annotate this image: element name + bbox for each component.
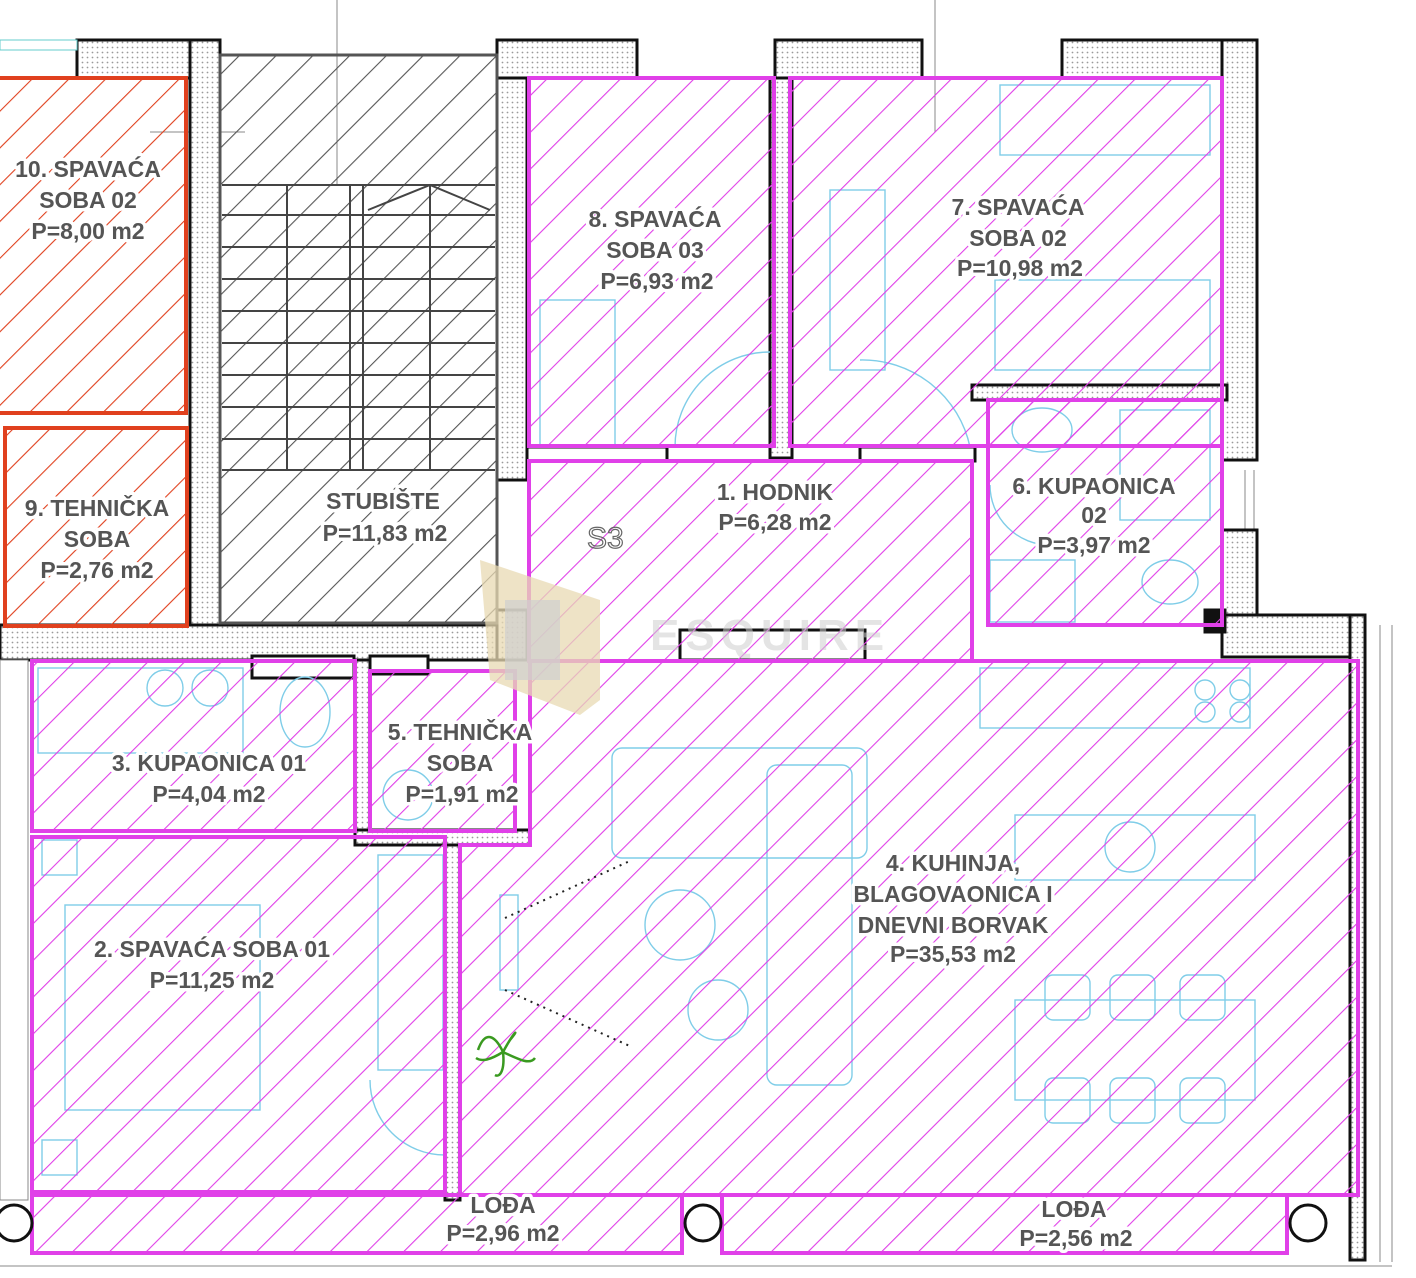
watermark-text: ESQUIRE (650, 611, 890, 660)
wall-segment (495, 38, 639, 80)
room-bed8-label: SOBA 03 (606, 237, 704, 263)
room-loggia1-area (30, 1193, 684, 1255)
room-bed7-label: 7. SPAVAĆA (952, 193, 1085, 220)
room-tech9-label: SOBA (64, 526, 130, 552)
plant-icon (475, 1031, 537, 1077)
room-bed7-label: SOBA 02 (969, 225, 1067, 251)
room-bed8-area (527, 76, 776, 448)
room-stairs-area-text: P=11,83 m2 (323, 520, 448, 546)
room-bed10-label: 10. SPAVAĆA (15, 155, 161, 182)
room-loggia1-label: LOĐA (470, 1192, 535, 1218)
wall-segment (495, 38, 529, 482)
room-bed7-area (788, 76, 1224, 448)
watermark-logo (505, 600, 560, 680)
room-stairs-area (218, 53, 499, 625)
wall-segment (773, 38, 924, 80)
room-hall1-label: 1. HODNIK (717, 479, 834, 505)
room-tech5-area (368, 669, 517, 833)
room-bath6-area (986, 398, 1224, 627)
room-tech5-area-text: P=1,91 m2 (405, 781, 518, 807)
room-tech5-label: 5. TEHNIČKA (388, 718, 532, 745)
room-loggia1-area-text: P=2,96 m2 (446, 1220, 559, 1246)
column (683, 1203, 723, 1243)
wall-segment (1220, 528, 1259, 627)
stair-steps (222, 183, 495, 471)
room-bed7-area-text: P=10,98 m2 (957, 255, 1083, 281)
wall-segment (0, 659, 29, 1201)
room-bed2-area (30, 835, 447, 1194)
column (0, 1203, 34, 1243)
wall-segment (353, 658, 372, 847)
staircase (218, 53, 499, 625)
magenta-rooms (30, 76, 1360, 1255)
room-bed2-label: 2. SPAVAĆA SOBA 01 (94, 935, 330, 962)
room-tech9-area-text: P=2,76 m2 (40, 557, 153, 583)
room-bath3-area-text: P=4,04 m2 (152, 781, 265, 807)
room-bed10-area (0, 76, 188, 415)
room-loggia2-area (720, 1193, 1289, 1255)
room-tech9-area (3, 426, 189, 628)
room-kitchen4-label: BLAGOVAONICA I (853, 881, 1052, 907)
wall-segment (1220, 613, 1364, 659)
red-rooms (0, 76, 189, 628)
room-hall1-area-text: P=6,28 m2 (718, 509, 831, 535)
reference-lines (0, 0, 1393, 1267)
room-bath6-area-text: P=3,97 m2 (1037, 532, 1150, 558)
room-bed8-area-text: P=6,93 m2 (600, 268, 713, 294)
room-bed2-area-text: P=11,25 m2 (150, 967, 275, 993)
room-bed8-label: 8. SPAVAĆA (589, 205, 722, 232)
room-tech5-label: SOBA (427, 750, 493, 776)
watermark: ESQUIRE (480, 560, 890, 715)
window-frame (0, 39, 78, 51)
room-kitchen4-label: 4. KUHINJA, (886, 850, 1020, 876)
room-bed10-label: SOBA 02 (39, 187, 137, 213)
section-marker: S3 (587, 522, 624, 555)
room-bath6-label: 02 (1081, 502, 1107, 528)
room-kitchen4-label: DNEVNI BORVAK (858, 912, 1049, 938)
room-bath3-area (30, 659, 357, 833)
room-hall1-area (527, 459, 974, 663)
room-bed10-area-text: P=8,00 m2 (31, 218, 144, 244)
door-stub (858, 445, 977, 463)
room-loggia2-area-text: P=2,56 m2 (1019, 1225, 1132, 1251)
room-loggia2-label: LOĐA (1041, 1196, 1106, 1222)
door-stub (525, 445, 669, 463)
room-stairs-label: STUBIŠTE (326, 487, 440, 514)
room-bath6-label: 6. KUPAONICA (1012, 473, 1175, 499)
room-tech9-label: 9. TEHNIČKA (25, 494, 169, 521)
column (1288, 1203, 1328, 1243)
room-kitchen4-area-text: P=35,53 m2 (890, 941, 1016, 967)
room-labels: 10. SPAVAĆA SOBA 02 P=8,00 m2 9. TEHNIČK… (12, 152, 1179, 1255)
columns (0, 1203, 1328, 1243)
wall-segment (443, 843, 462, 1202)
room-bath3-label: 3. KUPAONICA 01 (112, 750, 306, 776)
wall-segment (188, 38, 222, 642)
